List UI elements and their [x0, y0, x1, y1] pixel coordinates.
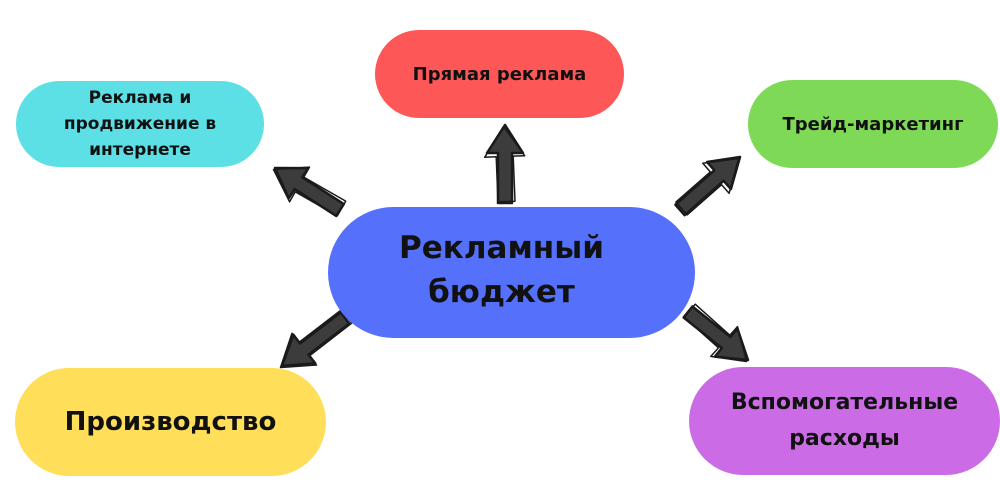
arrow-to-production — [279, 309, 353, 369]
node-trade-marketing: Трейд-маркетинг — [748, 80, 998, 168]
arrow-to-production-body — [280, 311, 351, 368]
arrow-to-auxiliary-expenses-sketch — [683, 303, 748, 363]
node-production-label: Производство — [64, 407, 277, 437]
arrow-to-production-sketch — [279, 309, 353, 369]
node-direct-advertising-label: Прямая реклама — [412, 63, 587, 85]
arrow-to-direct-advertising — [483, 123, 526, 205]
arrow-to-direct-advertising-body — [485, 123, 525, 205]
arrow-to-internet-advertising — [272, 166, 347, 218]
node-advertising-budget-label: Рекламный бюджет — [399, 229, 604, 310]
node-auxiliary-expenses-label: Вспомогательные расходы — [730, 390, 959, 451]
arrow-to-trade-marketing — [674, 155, 742, 217]
arrow-to-internet-advertising-sketch — [272, 166, 347, 217]
arrow-to-trade-marketing-body — [674, 155, 742, 217]
node-direct-advertising: Прямая реклама — [375, 30, 624, 118]
arrow-to-trade-marketing-sketch — [675, 157, 740, 216]
node-internet-advertising-label: Реклама и продвижение в интернете — [63, 88, 217, 160]
node-trade-marketing-label: Трейд-маркетинг — [782, 113, 964, 135]
node-production: Производство — [15, 368, 326, 476]
arrow-to-auxiliary-expenses — [682, 303, 750, 363]
arrow-to-auxiliary-expenses-body — [682, 305, 750, 362]
node-auxiliary-expenses: Вспомогательные расходы — [689, 367, 1000, 475]
node-advertising-budget: Рекламный бюджет — [328, 207, 695, 338]
node-internet-advertising: Реклама и продвижение в интернете — [16, 81, 264, 167]
arrow-to-direct-advertising-sketch — [483, 125, 526, 203]
